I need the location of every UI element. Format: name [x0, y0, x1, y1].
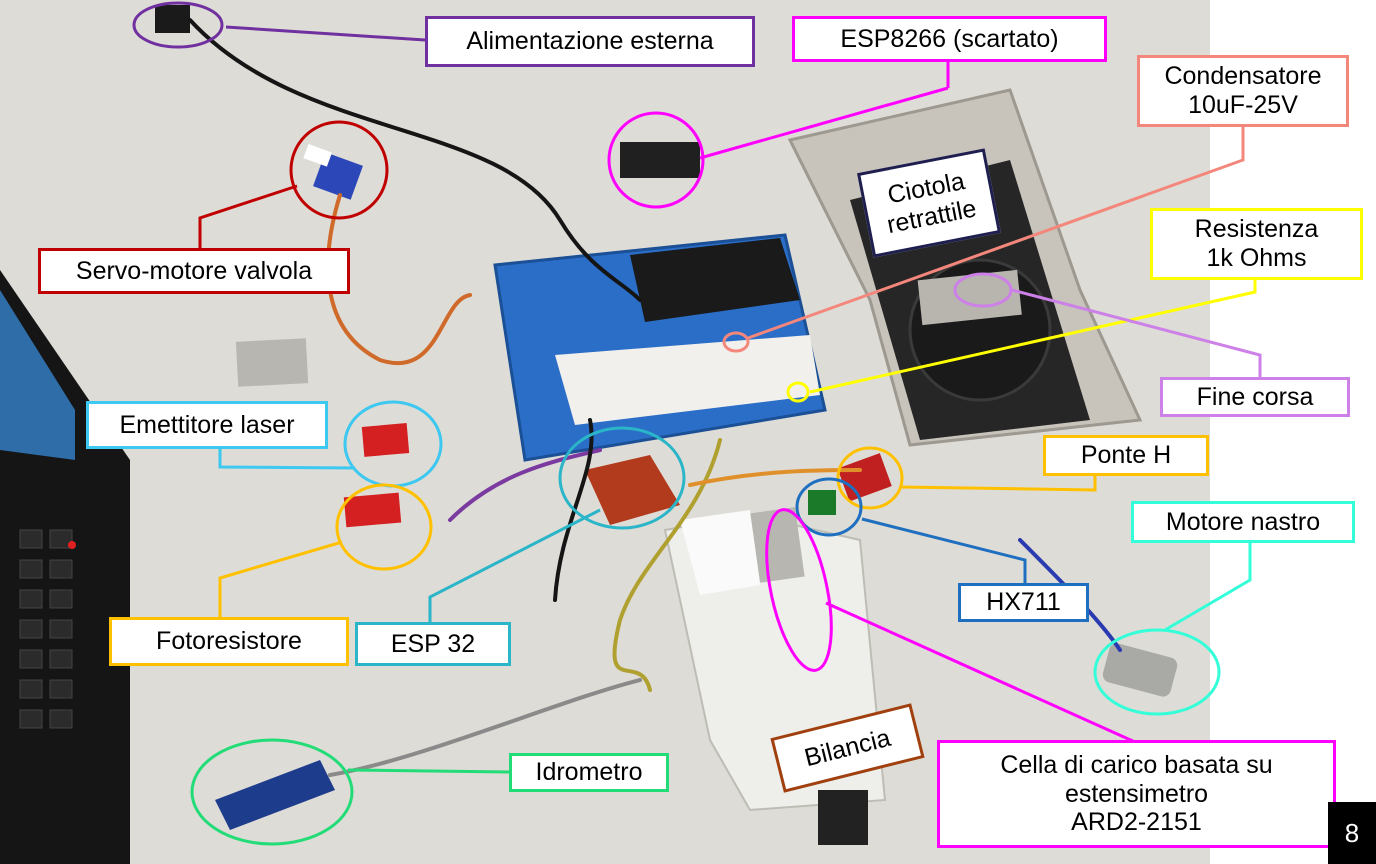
hx711-circle	[795, 477, 863, 537]
h-bridge	[837, 453, 892, 502]
label-h-bridge: Ponte H	[1043, 435, 1209, 476]
label-servo-valve: Servo-motore valvola	[38, 248, 350, 294]
highlight-circles	[132, 1, 1221, 846]
label-laser-emitter: Emettitore laser	[86, 401, 328, 449]
esp8266-circle	[607, 111, 705, 209]
label-endstop: Fine corsa	[1160, 377, 1350, 417]
breadboard	[555, 335, 820, 425]
conveyor-motor	[1102, 643, 1178, 697]
capacitor-circle	[722, 331, 750, 353]
servo-circle	[289, 120, 389, 220]
esp8266-board	[620, 142, 700, 178]
esp32-circle	[558, 426, 686, 530]
resistor-circle	[786, 381, 810, 403]
label-esp32: ESP 32	[355, 622, 511, 666]
label-photoresistor: Fotoresistore	[109, 617, 349, 666]
water-sensor	[215, 760, 335, 830]
page-number: 8	[1328, 802, 1376, 864]
photoresistor	[343, 492, 402, 528]
label-hx711: HX711	[958, 583, 1089, 622]
arduino-mega	[630, 238, 800, 322]
laptop-keys	[19, 529, 73, 729]
h-bridge-circle	[836, 446, 904, 510]
hx711-board	[808, 490, 836, 515]
label-conveyor-motor: Motore nastro	[1131, 501, 1355, 543]
label-esp8266: ESP8266 (scartato)	[792, 16, 1107, 62]
load-cell-circle	[765, 508, 833, 672]
laser-emitter	[361, 423, 410, 457]
esp32-board	[585, 455, 680, 525]
power-plug	[155, 5, 190, 33]
label-external-power: Alimentazione esterna	[425, 16, 755, 67]
endstop-circle	[953, 272, 1013, 308]
plug-circle	[132, 1, 224, 49]
water-sensor-circle	[190, 738, 354, 846]
photoresistor-circle	[335, 483, 433, 571]
motor-circle	[1093, 628, 1221, 716]
label-water-sensor: Idrometro	[509, 753, 669, 792]
laptop-led	[68, 541, 76, 549]
laptop-screen	[0, 290, 75, 460]
leader-lines	[198, 25, 1262, 774]
